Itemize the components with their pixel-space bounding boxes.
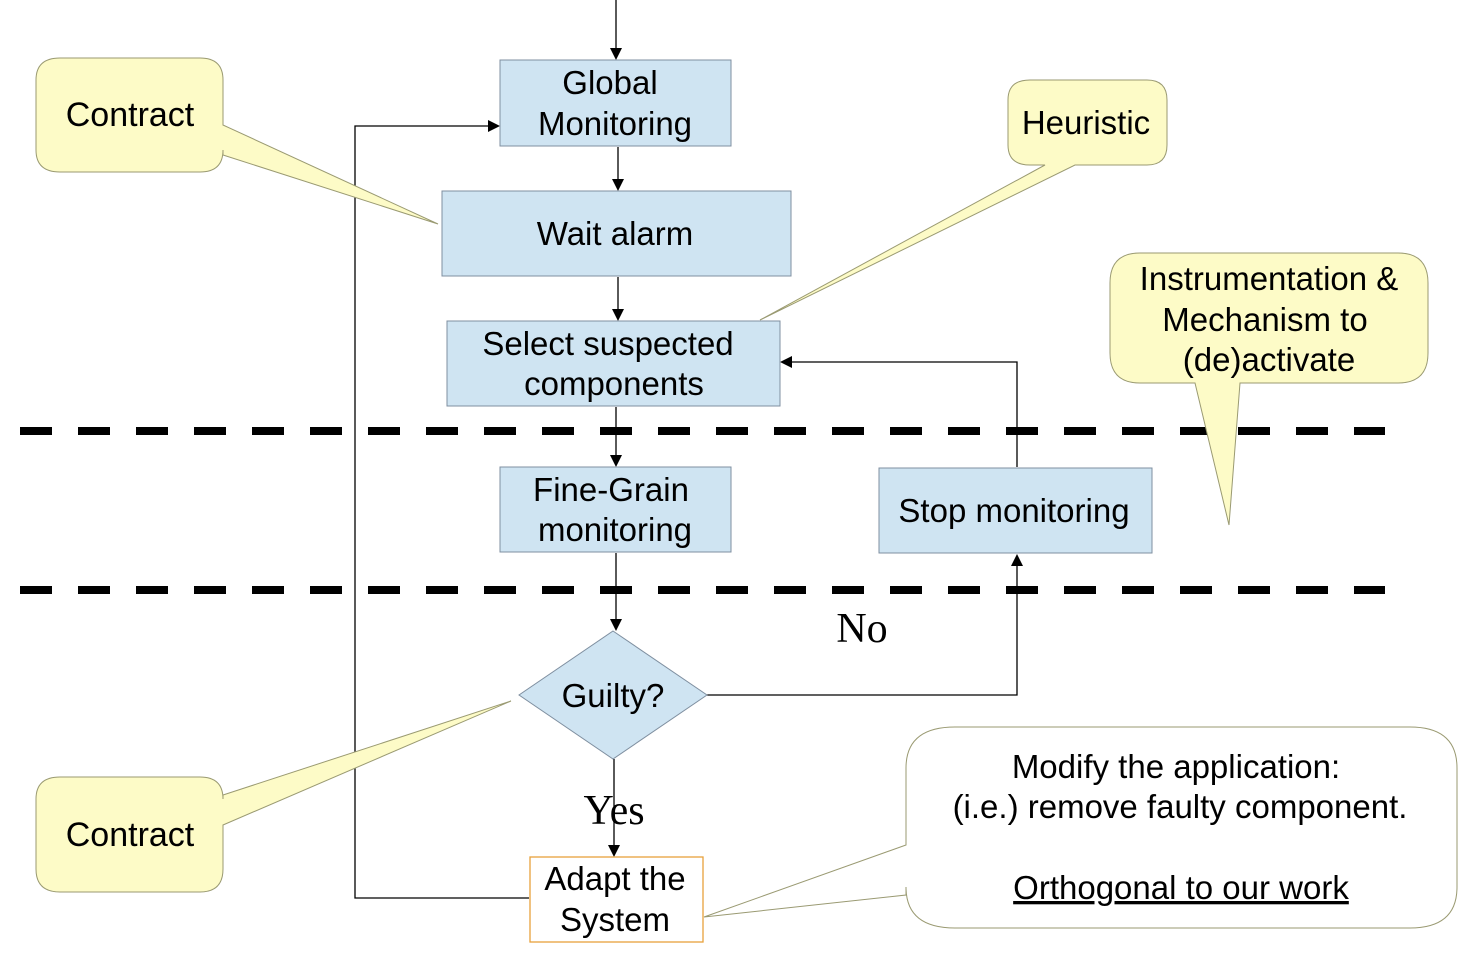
- svg-text:Stop monitoring: Stop monitoring: [898, 492, 1129, 529]
- wait-alarm-box: Wait alarm: [441, 190, 792, 277]
- callout-contract-top: Contract: [35, 57, 439, 225]
- global-monitoring-box: Global Monitoring: [499, 59, 732, 147]
- callout-contract-bottom: Contract: [35, 700, 512, 893]
- adapt-the-system-box: Adapt the System: [529, 856, 704, 943]
- arrow-adapt-loop-to-global: [354, 120, 529, 899]
- arrow-stop-to-select: [780, 356, 1018, 467]
- svg-text:Modify the application:: Modify the application:: [1012, 748, 1340, 785]
- svg-text:(i.e.) remove faulty component: (i.e.) remove faulty component.: [953, 788, 1408, 825]
- orthogonal-note: Orthogonal to our work: [1013, 869, 1349, 906]
- svg-text:Guilty?: Guilty?: [562, 677, 665, 714]
- svg-text:Fine-Grain: Fine-Grain: [533, 471, 689, 508]
- svg-text:Global: Global: [562, 64, 657, 101]
- svg-text:Select suspected: Select suspected: [482, 325, 733, 362]
- connectors: [354, 0, 1023, 899]
- svg-text:Contract: Contract: [66, 96, 195, 134]
- svg-text:Mechanism to: Mechanism to: [1162, 301, 1367, 338]
- svg-text:Instrumentation &: Instrumentation &: [1140, 260, 1399, 297]
- svg-text:(de)activate: (de)activate: [1183, 341, 1355, 378]
- svg-text:System: System: [560, 901, 670, 938]
- select-suspected-components-box: Select suspected components: [446, 320, 781, 407]
- svg-text:Contract: Contract: [66, 816, 195, 854]
- guilty-decision: Guilty?: [518, 630, 708, 760]
- fine-grain-monitoring-box: Fine-Grain monitoring: [499, 466, 732, 553]
- edge-label-no: No: [836, 606, 887, 652]
- svg-text:Adapt the: Adapt the: [544, 860, 685, 897]
- arrow-guilty-no-to-stop: [707, 554, 1023, 696]
- edge-label-yes: Yes: [583, 788, 644, 834]
- callout-heuristic: Heuristic: [759, 79, 1168, 321]
- callout-instrumentation: Instrumentation & Mechanism to (de)activ…: [1109, 252, 1429, 526]
- svg-text:components: components: [524, 365, 704, 402]
- svg-text:monitoring: monitoring: [538, 511, 692, 548]
- svg-text:Monitoring: Monitoring: [538, 105, 692, 142]
- callout-modify-application: Modify the application: (i.e.) remove fa…: [703, 726, 1458, 929]
- svg-text:Heuristic: Heuristic: [1022, 104, 1150, 141]
- stop-monitoring-box: Stop monitoring: [878, 467, 1153, 554]
- svg-text:Wait alarm: Wait alarm: [537, 215, 693, 252]
